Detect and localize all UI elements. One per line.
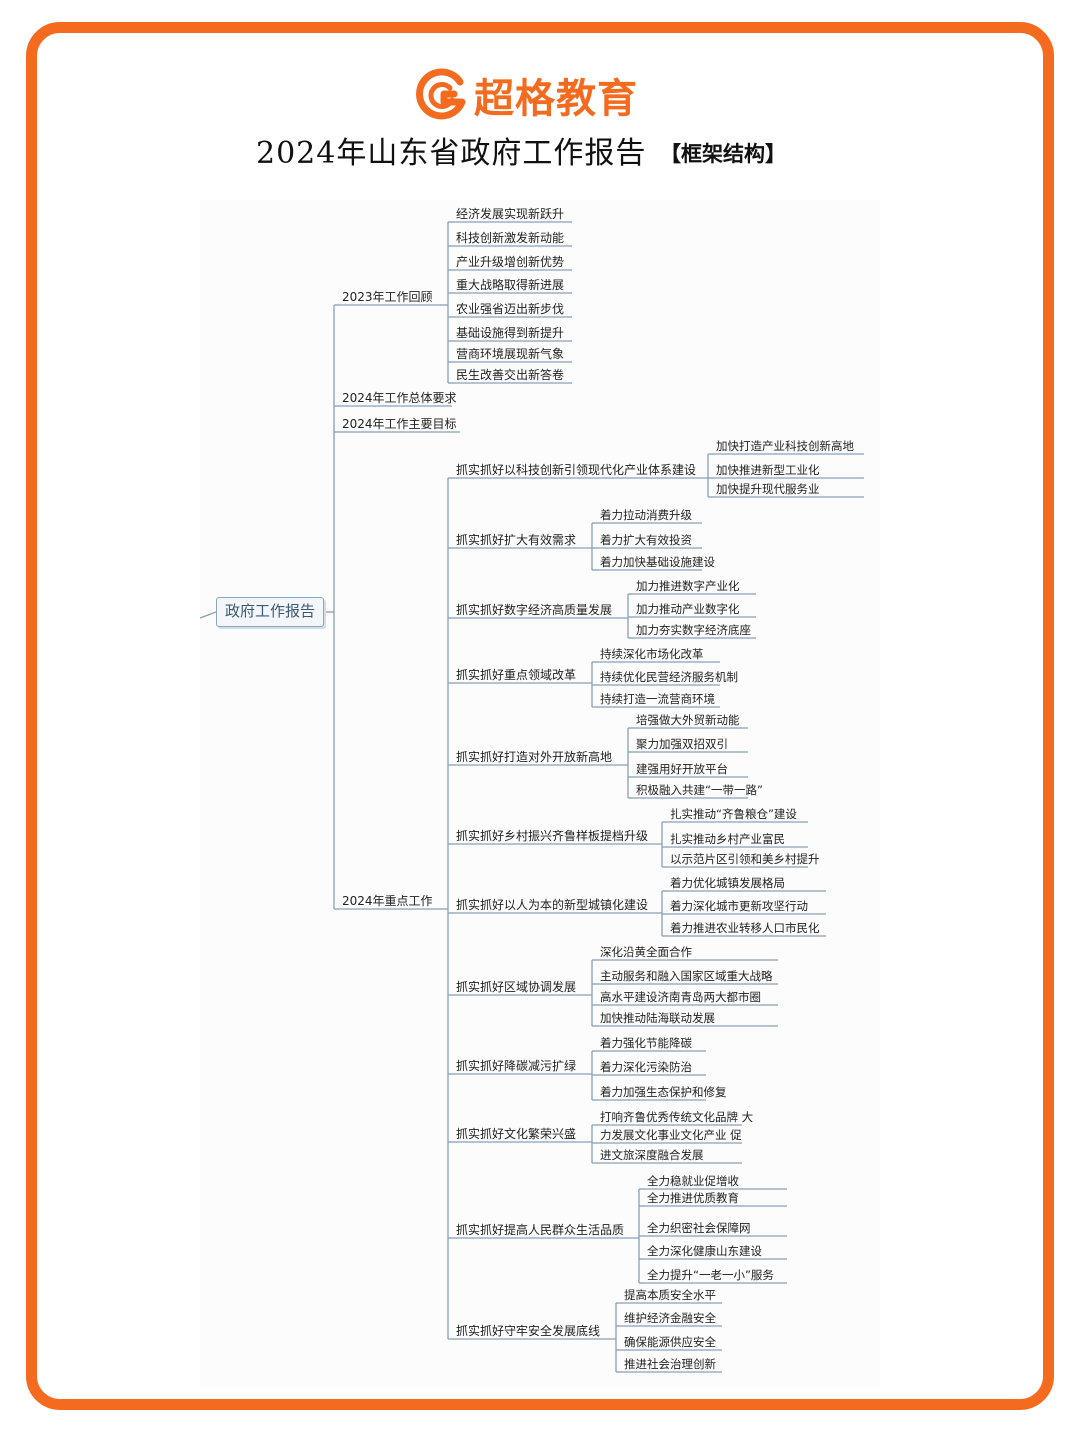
key-work-6-item-1: 扎实推动“齐鲁粮仓”建设 <box>670 807 797 821</box>
key-work-4-item-2: 持续优化民营经济服务机制 <box>600 670 738 684</box>
brand-logo: 超格教育 <box>414 66 638 124</box>
key-work-12-item-4: 推进社会治理创新 <box>624 1357 716 1371</box>
key-work-8-label: 抓实抓好区域协调发展 <box>456 980 577 994</box>
key-work-11-label: 抓实抓好提高人民群众生活品质 <box>456 1223 625 1237</box>
key-work-4-label: 抓实抓好重点领域改革 <box>456 668 577 682</box>
key-work-11-item-1: 全力稳就业促增收 <box>647 1174 739 1188</box>
key-work-2-item-2: 着力扩大有效投资 <box>600 533 692 547</box>
key-work-8-item-3: 高水平建设济南青岛两大都市圈 <box>600 990 761 1004</box>
key-work-4-item-3: 持续打造一流营商环境 <box>600 692 715 706</box>
key-work-9-item-3: 着力加强生态保护和修复 <box>600 1085 727 1099</box>
orange-border-frame <box>26 22 1054 1410</box>
key-work-11-item-4: 全力深化健康山东建设 <box>647 1244 762 1258</box>
key-work-10-label: 抓实抓好文化繁荣兴盛 <box>456 1127 577 1141</box>
branch-2-label: 2024年工作总体要求 <box>342 391 457 405</box>
key-work-8-item-1: 深化沿黄全面合作 <box>600 945 692 959</box>
key-work-9-item-1: 着力强化节能降碳 <box>600 1036 692 1050</box>
key-work-1-item-3: 加快提升现代服务业 <box>716 482 820 496</box>
key-work-5-label: 抓实抓好打造对外开放新高地 <box>456 750 613 764</box>
key-work-12-item-1: 提高本质安全水平 <box>624 1288 716 1302</box>
key-work-4-item-1: 持续深化市场化改革 <box>600 647 704 661</box>
key-work-12-item-3: 确保能源供应安全 <box>624 1335 716 1349</box>
mindmap-root: 政府工作报告 <box>216 597 324 627</box>
key-work-6-item-3: 以示范片区引领和美乡村提升 <box>670 852 820 866</box>
review-item-2: 科技创新激发新动能 <box>456 231 565 245</box>
key-work-1-item-1: 加快打造产业科技创新高地 <box>716 439 854 453</box>
review-item-7: 营商环境展现新气象 <box>456 347 565 361</box>
key-work-6-label: 抓实抓好乡村振兴齐鲁样板提档升级 <box>456 829 649 843</box>
branch-1-label: 2023年工作回顾 <box>342 290 433 304</box>
key-work-6-item-2: 扎实推动乡村产业富民 <box>670 832 785 846</box>
key-work-1-item-2: 加快推进新型工业化 <box>716 463 820 477</box>
key-work-12-label: 抓实抓好守牢安全发展底线 <box>456 1324 601 1338</box>
title-tag: 【框架结构】 <box>660 141 786 166</box>
key-work-1-label: 抓实抓好以科技创新引领现代化产业体系建设 <box>456 463 697 477</box>
key-work-10-item-2: 力发展文化事业文化产业 促 <box>600 1128 742 1142</box>
key-work-9-label: 抓实抓好降碳减污扩绿 <box>456 1059 577 1073</box>
key-work-7-item-2: 着力深化城市更新攻坚行动 <box>670 899 808 913</box>
key-work-11-item-3: 全力织密社会保障网 <box>647 1221 751 1235</box>
review-item-4: 重大战略取得新进展 <box>456 278 565 292</box>
review-item-8: 民生改善交出新答卷 <box>456 368 565 382</box>
key-work-7-item-1: 着力优化城镇发展格局 <box>670 876 785 890</box>
key-work-3-item-3: 加力夯实数字经济底座 <box>636 623 751 637</box>
brand-g-icon <box>416 68 466 120</box>
key-work-7-label: 抓实抓好以人为本的新型城镇化建设 <box>456 898 649 912</box>
key-work-11-item-5: 全力提升“一老一小”服务 <box>647 1268 774 1282</box>
key-work-3-item-1: 加力推进数字产业化 <box>636 579 740 593</box>
page-title: 2024年山东省政府工作报告 <box>256 136 647 171</box>
branch-3-label: 2024年工作主要目标 <box>342 417 457 431</box>
review-item-1: 经济发展实现新跃升 <box>456 207 565 221</box>
key-work-2-item-1: 着力拉动消费升级 <box>600 508 692 522</box>
key-work-10-item-1: 打响齐鲁优秀传统文化品牌 大 <box>600 1110 754 1124</box>
key-work-12-item-2: 维护经济金融安全 <box>624 1311 716 1325</box>
key-work-5-item-2: 聚力加强双招双引 <box>636 737 728 751</box>
key-work-9-item-2: 着力深化污染防治 <box>600 1060 692 1074</box>
key-work-3-label: 抓实抓好数字经济高质量发展 <box>456 603 613 617</box>
key-work-2-label: 抓实抓好扩大有效需求 <box>456 533 577 547</box>
key-work-3-item-2: 加力推动产业数字化 <box>636 602 740 616</box>
key-work-11-item-2: 全力推进优质教育 <box>647 1191 739 1205</box>
key-work-5-item-1: 培强做大外贸新动能 <box>636 713 740 727</box>
connector-line <box>199 611 217 619</box>
key-work-10-item-3: 进文旅深度融合发展 <box>600 1148 704 1162</box>
review-item-5: 农业强省迈出新步伐 <box>456 302 565 316</box>
review-item-3: 产业升级增创新优势 <box>456 255 565 269</box>
review-item-6: 基础设施得到新提升 <box>456 326 565 340</box>
key-work-5-item-3: 建强用好开放平台 <box>636 762 728 776</box>
key-work-7-item-3: 着力推进农业转移人口市民化 <box>670 921 820 935</box>
key-work-8-item-4: 加快推动陆海联动发展 <box>600 1011 715 1025</box>
key-work-2-item-3: 着力加快基础设施建设 <box>600 555 715 569</box>
key-work-8-item-2: 主动服务和融入国家区域重大战略 <box>600 969 773 983</box>
key-work-5-item-4: 积极融入共建“一带一路” <box>636 783 763 797</box>
brand-name: 超格教育 <box>474 76 638 122</box>
branch-4-label: 2024年重点工作 <box>342 894 433 908</box>
mindmap-canvas <box>200 200 880 1388</box>
